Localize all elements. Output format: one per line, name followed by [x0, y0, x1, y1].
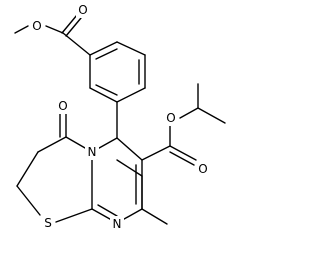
bond-isopropyl-me2 — [197, 107, 226, 124]
bond-benzene-4 — [116, 87, 146, 103]
atom-o-isopropyl-carbonyl: O — [198, 162, 207, 176]
bond-ch2-s — [16, 185, 41, 216]
bond-methyl-o — [14, 25, 29, 34]
bond-ring-methyl — [141, 208, 168, 225]
molecule-drawing: O O O O O N S N — [14, 2, 226, 232]
atom-o-isopropyl-ester: O — [166, 111, 175, 125]
atom-o-ester-carbonyl-top: O — [78, 3, 87, 17]
atom-n-imine: N — [113, 217, 122, 231]
bond-ester-c-o-double-a — [169, 145, 197, 161]
bond-carbonyl-ch2 — [37, 136, 67, 153]
bond-benzene-5 — [89, 87, 118, 103]
atom-n-ring: N — [88, 145, 97, 159]
bond-carbonyl-c-o-double-a — [61, 14, 78, 34]
bond-benzene-inner-3 — [95, 84, 118, 96]
bond-benzene-inner-1 — [95, 48, 118, 60]
bond-ester-c-o-double-b — [169, 151, 195, 166]
atom-o-methoxy: O — [32, 19, 41, 33]
bond-o-isopropyl-ch — [179, 107, 199, 119]
bond-benzene-2 — [116, 41, 146, 56]
atom-o-lactam: O — [58, 99, 67, 113]
bond-c-ester-c6-double-a — [116, 159, 143, 177]
bond-o-carbonyl-c — [45, 25, 64, 34]
bond-s-c8a — [55, 208, 93, 223]
atom-s-ring: S — [44, 216, 52, 230]
bond-c7-ester-c — [141, 145, 171, 161]
bond-ch2-ch2 — [16, 151, 39, 187]
bond-carbonyl-c-o-double-b — [65, 17, 82, 37]
bond-c8a-n-imine-b — [97, 204, 118, 217]
chemical-structure-figure: O O O O O N S N — [14, 2, 226, 232]
bond-benzene-1 — [89, 41, 118, 56]
bond-carbonyl-c-benzene — [62, 32, 91, 56]
bond-c6-c7 — [116, 137, 143, 161]
